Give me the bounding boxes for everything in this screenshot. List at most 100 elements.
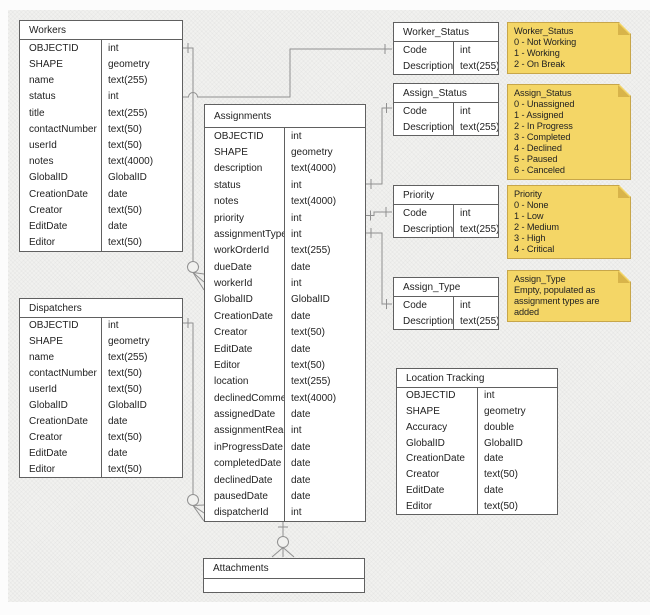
table-attachments[interactable]: Attachments xyxy=(203,558,365,593)
connector-line[interactable] xyxy=(366,107,392,185)
connector-line[interactable] xyxy=(183,48,392,98)
connector-assignments-assignstatus[interactable] xyxy=(366,103,392,189)
connector-line[interactable] xyxy=(366,232,392,305)
connector-assignments-priority[interactable] xyxy=(366,207,392,221)
row-type: int xyxy=(453,42,498,58)
row-type: geometry xyxy=(101,333,182,350)
row-name: CreationDate xyxy=(406,453,465,465)
table-title: Assign_Type xyxy=(394,278,498,297)
table-row[interactable]: declinedCommenttext(4000) xyxy=(205,390,365,407)
connector-line[interactable] xyxy=(183,322,194,495)
crowfoot-icon xyxy=(192,272,205,291)
connector-assignments-assigntype[interactable] xyxy=(366,228,392,309)
connector-workers-workerstatus[interactable] xyxy=(183,44,392,98)
connector-assignments-attachments[interactable] xyxy=(271,522,295,558)
connector-workers-assignments[interactable] xyxy=(183,43,205,291)
note-text-line: 2 - On Break xyxy=(514,59,565,69)
connector-line[interactable] xyxy=(183,47,194,262)
zero-or-many-circle xyxy=(277,536,289,548)
connector-dispatchers-assignments[interactable] xyxy=(183,318,205,522)
connector-line[interactable] xyxy=(366,211,392,216)
row-type: int xyxy=(101,318,182,334)
table-row[interactable] xyxy=(204,579,364,592)
row-type: int xyxy=(284,422,365,440)
